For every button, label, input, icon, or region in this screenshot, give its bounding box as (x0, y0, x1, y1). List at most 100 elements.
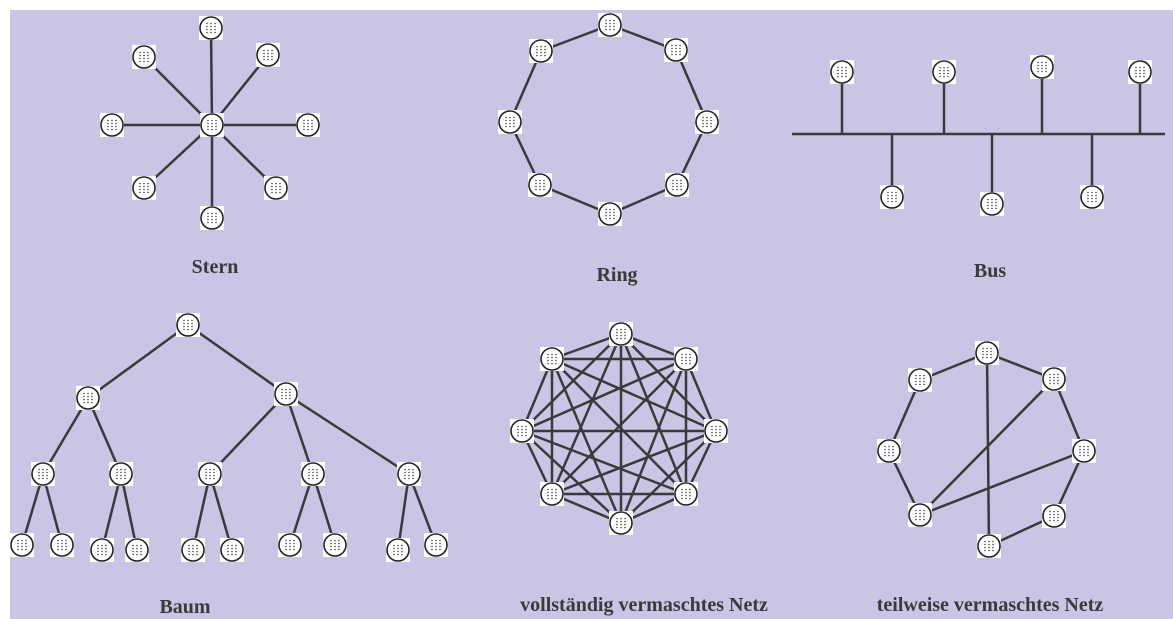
connection-line (86, 397, 123, 475)
connection-line (550, 358, 623, 524)
network-node-icon (10, 533, 34, 557)
network-node-icon (198, 462, 222, 486)
partial-mesh-label: teilweise vermaschtes Netz (876, 594, 1104, 616)
network-node-icon (397, 462, 421, 486)
full-mesh-label: vollständig vermaschtes Netz (520, 594, 768, 616)
network-node-icon (529, 39, 553, 63)
network-node-icon (528, 173, 552, 197)
network-node-icon (50, 533, 74, 557)
connection-line (985, 352, 991, 547)
network-node-icon (132, 45, 156, 69)
network-node-icon (90, 538, 114, 562)
connection-line (521, 357, 687, 433)
network-node-icon (908, 503, 932, 527)
network-node-icon (176, 313, 200, 337)
network-node-icon (908, 368, 932, 392)
network-node-icon (76, 386, 100, 410)
network-node-icon (296, 113, 320, 137)
network-node-icon (540, 482, 564, 506)
network-node-icon (695, 110, 719, 134)
network-node-icon (274, 382, 298, 406)
connection-line (100, 473, 123, 551)
connection-line (191, 473, 212, 551)
network-node-icon (200, 113, 224, 137)
network-node-icon (975, 341, 999, 365)
tree-label: Baum (159, 596, 211, 618)
connection-line (209, 393, 287, 475)
connection-line (187, 323, 287, 396)
full-mesh-topology (510, 322, 728, 535)
network-node-icon (199, 16, 223, 40)
network-node-icon (1042, 367, 1066, 391)
network-node-icon (674, 482, 698, 506)
network-node-icon (830, 60, 854, 84)
network-node-icon (664, 38, 688, 62)
network-node-icon (386, 538, 410, 562)
connection-line (551, 357, 717, 433)
network-node-icon (1072, 439, 1096, 463)
connection-line (620, 333, 717, 432)
network-node-icon (100, 113, 124, 137)
network-node-icon (674, 347, 698, 371)
connection-line (87, 323, 189, 400)
connection-line (41, 397, 90, 475)
network-node-icon (220, 538, 244, 562)
network-node-icon (609, 511, 633, 535)
network-node-icon (323, 533, 347, 557)
network-node-icon (132, 176, 156, 200)
network-node-icon (498, 110, 522, 134)
network-node-icon (264, 176, 288, 200)
network-node-icon (125, 538, 149, 562)
partial-mesh-topology (877, 341, 1096, 558)
network-node-icon (1128, 60, 1152, 84)
tree-topology (10, 313, 448, 562)
connection-line (551, 358, 687, 495)
network-node-icon (200, 206, 224, 230)
connection-line (919, 449, 1085, 517)
connection-line (119, 473, 139, 551)
connection-line (285, 392, 410, 476)
network-node-icon (932, 60, 956, 84)
connection-line (208, 473, 234, 551)
network-node-icon (301, 462, 325, 486)
connection-line (619, 333, 688, 495)
network-node-icon (31, 462, 55, 486)
network-node-icon (598, 202, 622, 226)
connection-line (209, 27, 214, 126)
ring-topology (498, 13, 719, 226)
network-node-icon (980, 192, 1004, 216)
connection-line (521, 430, 622, 524)
network-node-icon (424, 533, 448, 557)
network-node-icon (704, 419, 728, 443)
connection-line (619, 358, 688, 524)
network-node-icon (109, 462, 133, 486)
network-node-icon (977, 534, 1001, 558)
network-node-icon (540, 347, 564, 371)
connection-line (550, 333, 623, 495)
network-node-icon (256, 43, 280, 67)
network-node-icon (1080, 185, 1104, 209)
bus-topology (792, 55, 1165, 216)
connection-line (284, 393, 315, 475)
network-node-icon (1042, 504, 1066, 528)
bus-label: Bus (973, 260, 1007, 282)
network-node-icon (278, 533, 302, 557)
network-node-icon (877, 439, 901, 463)
connection-line (521, 333, 622, 432)
network-node-icon (181, 538, 205, 562)
star-topology (100, 16, 320, 230)
network-node-icon (665, 173, 689, 197)
star-label: Stern (191, 256, 239, 278)
connection-line (396, 473, 411, 551)
network-node-icon (880, 185, 904, 209)
network-node-icon (609, 322, 633, 346)
network-node-icon (598, 13, 622, 37)
connection-line (919, 378, 1055, 516)
ring-label: Ring (596, 264, 638, 286)
diagram-background (10, 10, 1173, 619)
network-node-icon (1030, 55, 1054, 79)
connection-line (521, 429, 687, 496)
network-node-icon (510, 419, 534, 443)
